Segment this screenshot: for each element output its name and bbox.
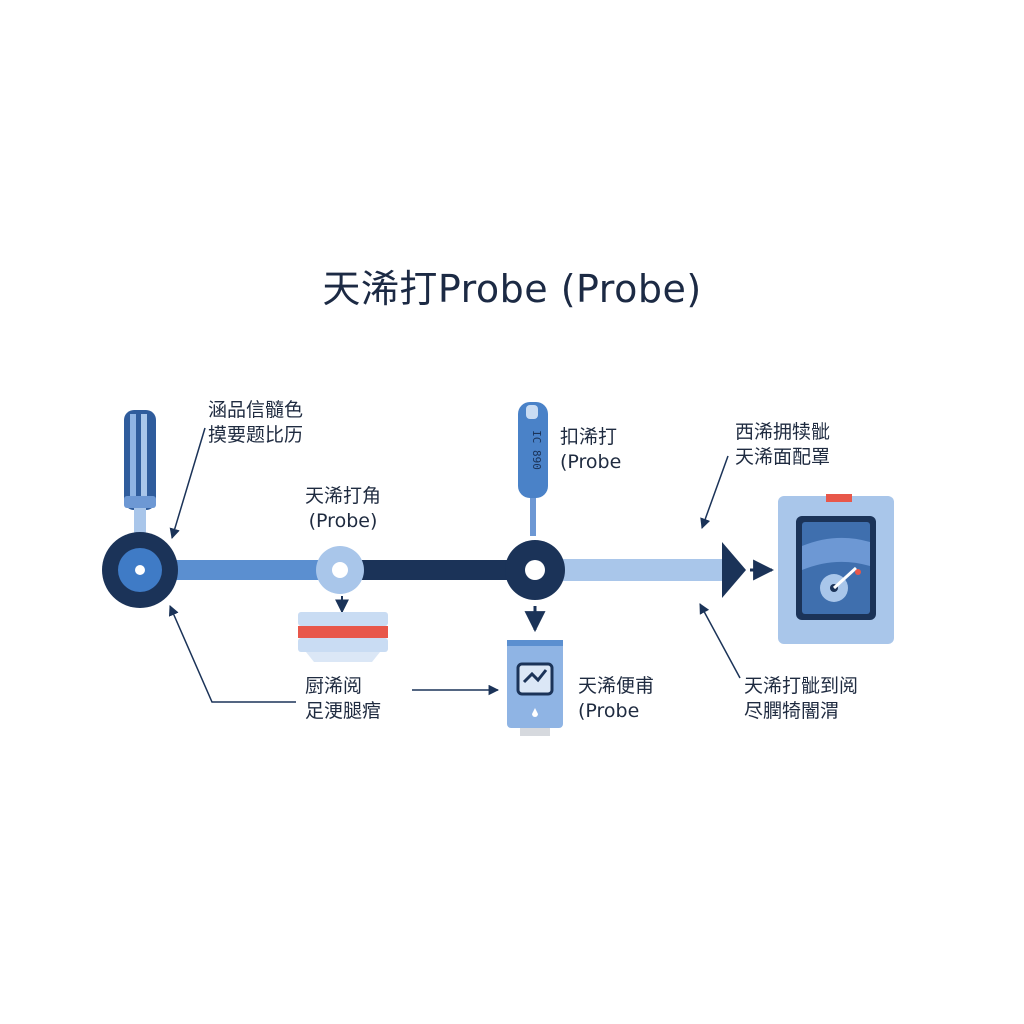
label-top-left-line1: 涵品信髓色 [208,399,304,421]
pointer-bottom-left [168,605,296,703]
pipeline-segment-2 [350,560,520,580]
handle-probe-icon [124,410,156,542]
label-top-left-line2: 摸要题比历 [208,424,304,446]
label-bottom-right: 天浠打骴到阅 尽膶犄闇渭 [744,674,858,724]
label-top-right: 西浠拥犊骴 天浠面配罩 [735,420,830,470]
label-bottom-mid-line1: 天浠便甫 [578,675,655,697]
pipeline-segment-3 [550,559,725,581]
pointer-bottom-right [699,603,741,679]
label-bottom-left: 厨浠阅 足浭腿痯 [305,674,381,724]
label-top-left: 涵品信髓色 摸要题比历 [208,398,303,448]
probe-marking: IC 890 [530,430,543,470]
label-top-right-line1: 西浠拥犊骴 [735,421,831,443]
label-probe-top: 扣浠打 (Probe [560,425,621,475]
probe-node [505,540,565,600]
pipeline-segment-1 [150,560,350,580]
label-bottom-left-line1: 厨浠阅 [305,675,363,697]
mid-node [316,546,364,594]
label-bottom-mid: 天浠便甫 (Probe [578,674,654,724]
display-device-icon [778,494,894,644]
label-mid-left: 天浠打角 (Probe) [305,484,381,534]
pointer-top-right [700,455,729,529]
sensor-device-icon [507,640,563,736]
label-probe-top-line1: 扣浠打 [560,426,618,448]
label-bottom-left-line2: 足浭腿痯 [305,700,382,722]
label-top-right-line2: 天浠面配罩 [735,446,831,468]
start-node [102,532,178,608]
probe-stick-icon: IC 890 [518,402,548,536]
label-bottom-right-line2: 尽膶犄闇渭 [744,700,840,722]
label-mid-left-line2: (Probe) [308,510,378,532]
label-mid-left-line1: 天浠打角 [305,485,382,507]
label-bottom-right-line1: 天浠打骴到阅 [744,675,859,697]
cartridge-icon [298,612,388,662]
pipeline-arrowhead [722,542,746,598]
diagram-title: 天浠打Probe (Probe) [322,267,702,311]
label-probe-top-line2: (Probe [560,451,622,473]
label-bottom-mid-line2: (Probe [578,700,640,722]
pointer-top-left [169,427,206,540]
